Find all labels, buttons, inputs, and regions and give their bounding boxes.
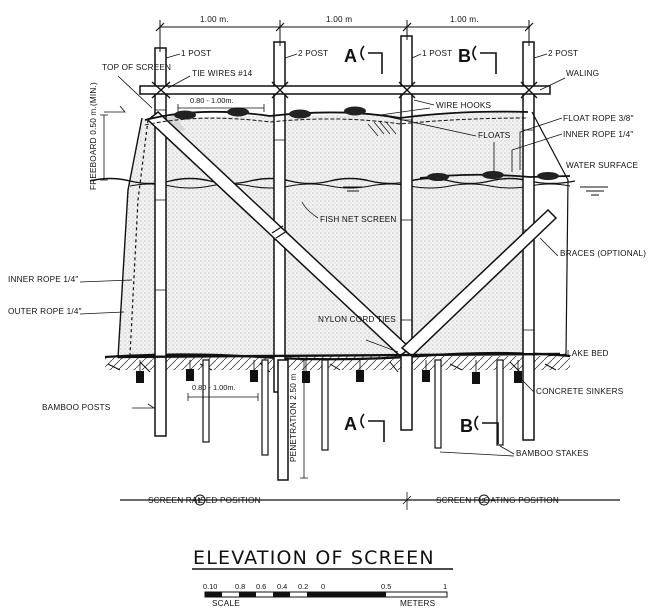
label-water-surface: WATER SURFACE	[566, 161, 639, 170]
position-divider	[120, 492, 620, 510]
label-inner-rope-top: INNER ROPE 1/4"	[563, 130, 634, 139]
label-outer-rope-left: OUTER ROPE 1/4"	[8, 307, 82, 316]
waling	[139, 81, 551, 99]
svg-text:B: B	[460, 416, 473, 436]
net-sag-hatch	[367, 121, 397, 137]
brace-right	[400, 208, 558, 357]
label-bamboo-posts: BAMBOO POSTS	[42, 403, 111, 412]
section-marker-a-bottom: A	[344, 413, 385, 442]
bamboo-stakes	[202, 359, 504, 481]
svg-text:A: A	[344, 46, 357, 66]
penetration-callout: PENETRATION 2.50 m	[289, 359, 308, 479]
label-post-4: 2 POST	[548, 49, 578, 58]
label-wire-hooks: WIRE HOOKS	[436, 101, 492, 110]
svg-text:B: B	[458, 46, 471, 66]
label-raised-num: 1	[198, 496, 202, 505]
label-nylon-cord-ties: NYLON CORD TIES	[318, 315, 396, 324]
label-concrete-sinkers: CONCRETE SINKERS	[536, 387, 624, 396]
label-braces: BRACES (OPTIONAL)	[560, 249, 646, 258]
raised-marker	[194, 494, 206, 506]
label-freeboard: FREEBOARD 0.50 m.(MIN.)	[89, 82, 98, 190]
scale-tick-7: 1	[443, 582, 447, 591]
scale-label-right: METERS	[400, 599, 436, 608]
scale-tick-4: 0.2	[298, 582, 308, 591]
dimension-spacing-2: 1.00 m	[326, 15, 352, 24]
label-fish-net-screen: FISH NET SCREEN	[320, 215, 397, 224]
dimension-spacing-3: 1.00 m.	[450, 15, 479, 24]
scale-tick-5: 0	[321, 582, 325, 591]
scale-tick-2: 0.6	[256, 582, 266, 591]
floating-marker	[478, 494, 490, 506]
label-top-of-screen: TOP OF SCREEN	[102, 63, 171, 72]
label-penetration: PENETRATION 2.50 m	[289, 373, 298, 462]
label-post-3: 1 POST	[422, 49, 452, 58]
label-screen-raised: SCREEN RAISED POSITION	[148, 496, 261, 505]
water-surface-line	[89, 177, 608, 196]
label-tie-wires: TIE WIRES #14	[192, 69, 253, 78]
section-marker-b-bottom: B	[460, 415, 499, 444]
scale-bar	[204, 591, 448, 598]
label-inner-rope-left: INNER ROPE 1/4"	[8, 275, 79, 284]
label-waling: WALING	[566, 69, 599, 78]
lower-float-rope	[419, 171, 571, 181]
label-post-1: 1 POST	[181, 49, 211, 58]
label-lake-bed: LAKE BED	[567, 349, 609, 358]
label-bamboo-stakes: BAMBOO STAKES	[516, 449, 589, 458]
left-ropes	[117, 111, 569, 359]
section-marker-a-top: A	[344, 45, 383, 74]
scale-tick-1: 0.8	[235, 582, 245, 591]
top-dimension-lines	[155, 20, 534, 52]
scale-label-left: SCALE	[212, 599, 240, 608]
label-floats: FLOATS	[478, 131, 511, 140]
upper-float-rope	[144, 110, 529, 126]
freeboard-callout: FREEBOARD 0.50 m.(MIN.)	[89, 82, 108, 190]
dimension-spacing-1: 1.00 m.	[200, 15, 229, 24]
scale-tick-3: 0.4	[277, 582, 287, 591]
label-screen-floating: SCREEN FLOATING POSITION	[436, 496, 559, 505]
lake-bed	[104, 351, 571, 373]
label-sinker-spacing: 0.80 - 1.00m.	[192, 383, 236, 392]
scale-tick-0: 0.10	[203, 582, 217, 591]
concrete-sinkers	[136, 360, 522, 384]
drawing-title: ELEVATION OF SCREEN	[193, 547, 435, 569]
label-float-spacing: 0.80 - 1.00m.	[190, 96, 234, 105]
bottom-rope	[117, 352, 561, 359]
label-floating-num: 2	[482, 496, 486, 505]
label-post-2: 2 POST	[298, 49, 328, 58]
svg-text:A: A	[344, 414, 357, 434]
section-marker-b-top: B	[458, 45, 497, 74]
floats-upper	[174, 106, 366, 120]
scale-tick-6: 0.5	[381, 582, 391, 591]
label-float-rope: FLOAT ROPE 3/8"	[563, 114, 634, 123]
post-1	[154, 47, 167, 437]
